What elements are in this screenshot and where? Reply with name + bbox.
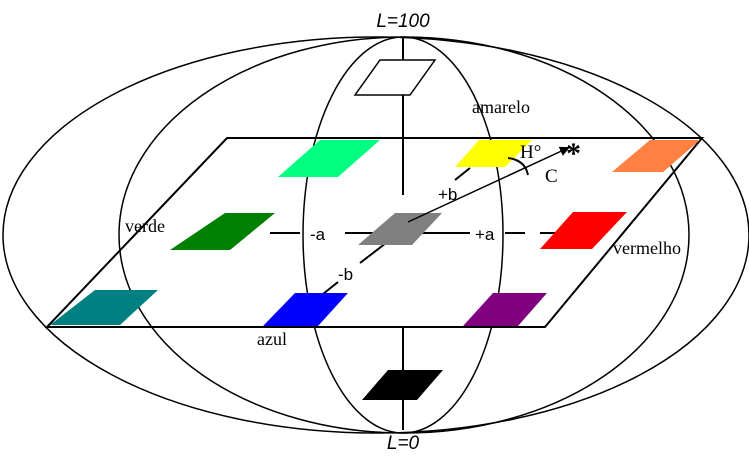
inner-ellipse [302, 36, 504, 434]
b-axis-upper [454, 167, 471, 181]
teal-swatch [50, 290, 158, 325]
color-plane [44, 137, 705, 328]
orange-swatch [612, 140, 700, 172]
minus-a-label: -a [310, 225, 326, 244]
minus-b-label: -b [338, 265, 353, 284]
dark-green-swatch [170, 213, 275, 250]
chroma-vector-arrow [407, 146, 570, 223]
l-bottom-label: L=0 [387, 433, 420, 454]
chroma-label: C [545, 166, 558, 187]
amarelo-label: amarelo [472, 97, 530, 117]
l-top-label: L=100 [376, 11, 430, 32]
black-swatch [362, 370, 443, 400]
yellow-swatch [455, 140, 532, 167]
azul-label: azul [257, 329, 287, 349]
white-swatch [353, 59, 437, 96]
hue-label: H° [520, 142, 541, 163]
star-marker: * [566, 137, 581, 170]
plus-a-label: +a [475, 225, 495, 244]
hue-arc [507, 157, 529, 176]
blue-swatch [263, 293, 348, 326]
gray-swatch [358, 213, 442, 245]
verde-label: verde [125, 216, 165, 236]
purple-swatch [463, 293, 547, 326]
vermelho-label: vermelho [613, 238, 681, 258]
red-swatch [540, 212, 627, 249]
light-green-swatch [278, 140, 380, 177]
outer-ellipse [2, 36, 749, 434]
plus-b-label: +b [438, 185, 457, 204]
